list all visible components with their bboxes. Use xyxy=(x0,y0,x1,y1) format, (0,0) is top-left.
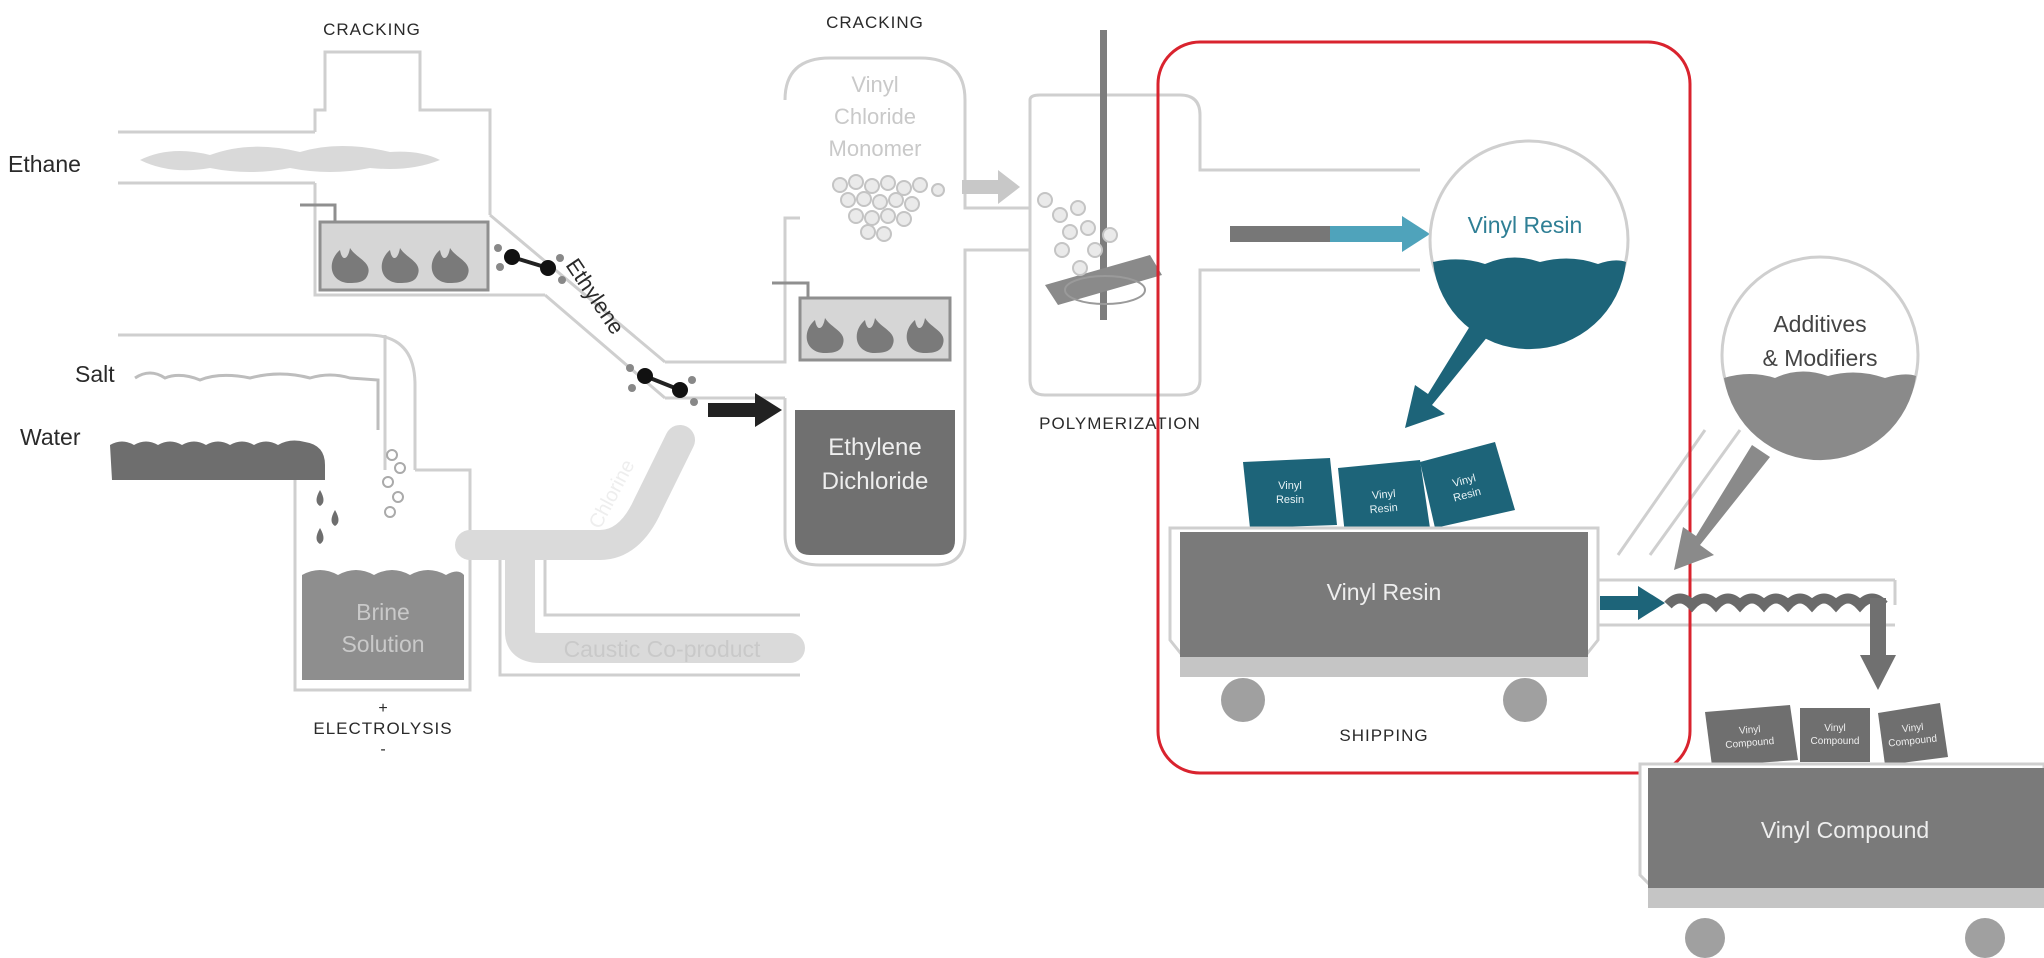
additives-label-line2: & Modifiers xyxy=(1762,345,1877,371)
svg-text:Vinyl: Vinyl xyxy=(1901,722,1924,735)
water-drops xyxy=(316,490,339,544)
bubbles xyxy=(382,449,406,518)
svg-text:Vinyl: Vinyl xyxy=(1278,480,1302,492)
compound-cart-label: Vinyl Compound xyxy=(1761,817,1929,843)
vcm-particles xyxy=(832,174,945,242)
water-wave xyxy=(110,440,325,480)
ethylene-label: Ethylene xyxy=(561,254,630,339)
gray-arrow xyxy=(962,170,1020,204)
svg-text:Compound: Compound xyxy=(1725,736,1775,751)
brine-fill xyxy=(302,570,464,680)
svg-text:Vinyl: Vinyl xyxy=(1739,724,1761,737)
compound-cart: Vinyl Compound xyxy=(1638,762,2044,958)
cracking-label-1: CRACKING xyxy=(323,20,421,39)
edc-label-line1: Ethylene xyxy=(828,434,921,461)
caustic-label: Caustic Co-product xyxy=(564,636,761,662)
salt-line xyxy=(134,371,380,430)
compound-package: Vinyl Compound xyxy=(1800,708,1870,762)
flame-icon xyxy=(331,248,469,283)
highlight-box xyxy=(1156,40,1692,775)
resin-cart: Vinyl Resin xyxy=(1168,526,1600,722)
water-label: Water xyxy=(20,424,81,450)
vcm-reactor: Vinyl Chloride Monomer Ethylene Dichlori… xyxy=(772,72,955,555)
vinyl-resin-stage: Vinyl Resin Vinyl Resin Vinyl Resin Viny… xyxy=(1168,139,1665,745)
chlorine-channel: Chlorine xyxy=(455,425,695,560)
electrolysis-label: ELECTROLYSIS xyxy=(313,719,452,738)
resin-package: Vinyl Resin xyxy=(1243,458,1337,528)
black-arrow xyxy=(708,393,782,427)
vcm-label-line2: Chloride xyxy=(834,104,916,129)
salt-label: Salt xyxy=(75,361,115,387)
edc-label-line2: Dichloride xyxy=(822,468,929,495)
additives-label-line1: Additives xyxy=(1773,311,1866,337)
vcm-label-line1: Vinyl xyxy=(851,72,898,97)
electrolysis-minus: - xyxy=(380,741,385,758)
svg-text:Vinyl: Vinyl xyxy=(1824,723,1846,734)
ethane-label: Ethane xyxy=(8,151,81,177)
svg-text:Vinyl: Vinyl xyxy=(1371,488,1396,502)
svg-text:Vinyl: Vinyl xyxy=(1451,472,1477,490)
salt-water-feed: Brine Solution xyxy=(110,371,464,680)
molecule-icon xyxy=(626,364,698,406)
compound-package: Vinyl Compound xyxy=(1878,703,1948,765)
vcm-label-line3: Monomer xyxy=(829,136,922,161)
caustic-channel: Caustic Co-product xyxy=(505,545,805,663)
ethane-smoke xyxy=(140,146,440,172)
brine-label-line1: Brine xyxy=(356,599,410,625)
brine-label-line2: Solution xyxy=(341,631,424,657)
vinyl-resin-bubble-fill xyxy=(1433,257,1626,350)
additives-stage: Additives & Modifiers Vinyl Compound Vin… xyxy=(1638,255,2044,958)
svg-text:Resin: Resin xyxy=(1276,494,1304,506)
compound-package: Vinyl Compound xyxy=(1705,705,1798,766)
resin-package: Vinyl Resin xyxy=(1338,460,1430,535)
shipping-label: SHIPPING xyxy=(1339,726,1428,745)
polymerization-reactor xyxy=(1037,30,1162,320)
resin-package: Vinyl Resin xyxy=(1420,442,1515,528)
resin-down-arrow xyxy=(1405,318,1493,428)
electrolysis-plus: + xyxy=(378,700,387,717)
agitator-icon xyxy=(1045,255,1162,305)
cracking-furnace-1 xyxy=(140,146,490,292)
polymerization-label: POLYMERIZATION xyxy=(1039,414,1201,433)
cracking-label-2: CRACKING xyxy=(826,13,924,32)
molecule-icon xyxy=(494,244,566,284)
pipework xyxy=(118,50,1897,692)
svg-text:Compound: Compound xyxy=(1888,733,1938,749)
vinyl-resin-bubble-label: Vinyl Resin xyxy=(1468,212,1583,238)
svg-text:Resin: Resin xyxy=(1369,502,1398,516)
svg-text:Compound: Compound xyxy=(1811,736,1860,747)
resin-cart-label: Vinyl Resin xyxy=(1327,579,1442,605)
edc-fill xyxy=(795,410,955,555)
screw-conveyor xyxy=(1664,593,1888,613)
flame-icon xyxy=(806,318,944,353)
